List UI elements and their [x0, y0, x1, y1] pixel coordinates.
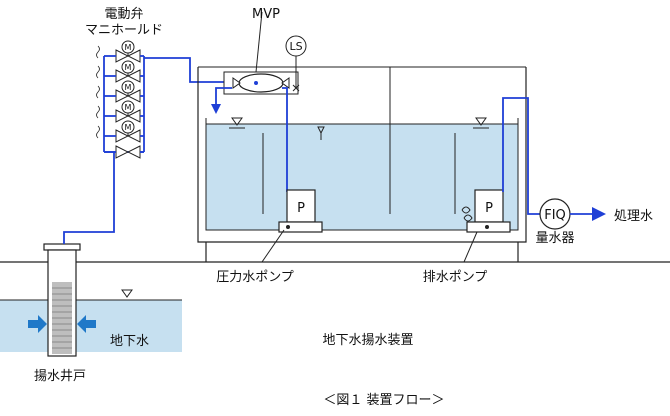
- motor-symbol: M: [125, 83, 132, 92]
- flow-arrow-icon: [592, 207, 606, 221]
- motor-valve-icon: M: [96, 120, 144, 143]
- motor-valve-icon: M: [96, 40, 144, 63]
- well-label: 揚水井戸: [34, 368, 86, 384]
- drain-pump-leader: [463, 231, 478, 263]
- mvp-leader-line: [255, 11, 263, 73]
- mvp-outlet-arrow-icon: [211, 104, 221, 114]
- well-riser-pipe: [63, 152, 115, 244]
- pressure-pump-leader: [261, 229, 285, 263]
- motor-valve-icon: [104, 145, 144, 159]
- supply-pipe: [144, 57, 232, 83]
- motor-valve-icon: M: [96, 100, 144, 123]
- inflow-arrow-right: [77, 315, 96, 333]
- tank-water-level-left-icon: [229, 117, 245, 129]
- flowmeter-tag: FIQ: [544, 208, 566, 223]
- motor-symbol: M: [125, 43, 132, 52]
- tank: [197, 66, 527, 262]
- mvp-label: MVP: [252, 7, 280, 22]
- drain-pump-label: 排水ポンプ: [423, 270, 488, 285]
- inflow-arrow-left: [28, 315, 47, 333]
- flowmeter-label: 量水器: [535, 231, 574, 246]
- motor-valve-icon: M: [96, 60, 144, 83]
- level-switch-label: LS: [289, 40, 302, 53]
- pressure-pump-symbol: P: [297, 201, 305, 216]
- mvp-unit: [223, 71, 299, 95]
- pressure-pump-pipe: [282, 87, 288, 192]
- pressure-pump: [278, 189, 323, 233]
- pressure-pump-label: 圧力水ポンプ: [216, 270, 294, 285]
- groundwater-label: 地下水: [110, 334, 149, 349]
- motor-symbol: M: [125, 103, 132, 112]
- well: [43, 243, 81, 357]
- discharge-pipe: [502, 97, 540, 215]
- treated-water-label: 処理水: [614, 209, 653, 224]
- valve-manifold-label-2: マニホールド: [85, 23, 163, 38]
- motor-valve-icon: M: [96, 80, 144, 103]
- level-switch: [285, 35, 307, 92]
- mvp-outlet-pipe: [215, 87, 232, 104]
- drain-pump-symbol: P: [485, 201, 493, 216]
- motor-symbol: M: [125, 63, 132, 72]
- valve-manifold-label-1: 電動弁: [104, 7, 143, 22]
- motor-symbol: M: [125, 123, 132, 132]
- water-level-triangle-icon: [119, 289, 135, 301]
- motor-valve-stack: M M M M M: [96, 40, 144, 159]
- figure-caption: ＜図１ 装置フロー＞: [323, 393, 444, 408]
- tank-water-level-right-icon: [473, 117, 489, 129]
- agitation-icon: [461, 206, 473, 222]
- system-title: 地下水揚水装置: [322, 332, 413, 348]
- drain-pump: [466, 189, 511, 233]
